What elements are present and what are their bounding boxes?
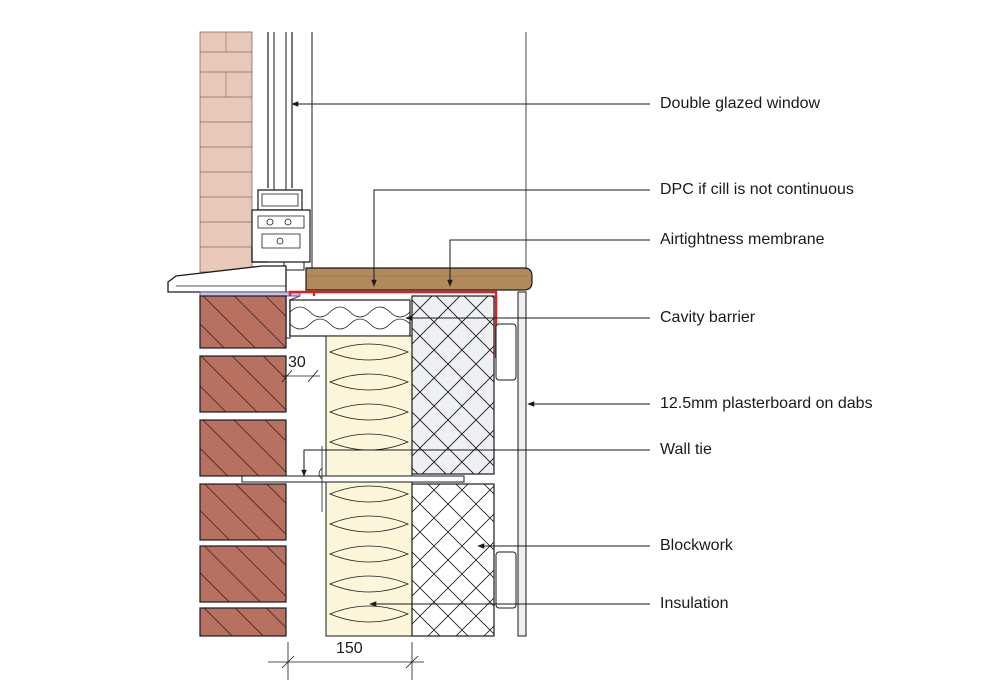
label-blockwork: Blockwork bbox=[660, 537, 733, 554]
cavity-barrier bbox=[289, 299, 411, 337]
dimension-30 bbox=[281, 369, 320, 383]
leader-wall-tie bbox=[301, 449, 650, 477]
label-dpc: DPC if cill is not continuous bbox=[660, 181, 854, 198]
window-sill bbox=[167, 265, 287, 293]
window-frame bbox=[251, 32, 313, 271]
dimension-150 bbox=[268, 642, 424, 680]
wall-tie bbox=[241, 446, 465, 512]
dimension-label-150: 150 bbox=[336, 640, 363, 657]
brick-face-elevation bbox=[199, 31, 253, 273]
label-wall-tie: Wall tie bbox=[660, 441, 712, 458]
leader-lines bbox=[291, 101, 650, 607]
plasterboard-on-dabs bbox=[495, 32, 527, 637]
cavity-insulation bbox=[325, 335, 413, 637]
label-airtightness-membrane: Airtightness membrane bbox=[660, 231, 825, 248]
label-cavity-barrier: Cavity barrier bbox=[660, 309, 756, 326]
label-plasterboard: 12.5mm plasterboard on dabs bbox=[660, 395, 873, 412]
window-board bbox=[305, 267, 533, 291]
leader-airtight bbox=[447, 239, 650, 287]
label-double-glazed-window: Double glazed window bbox=[660, 95, 821, 112]
label-insulation: Insulation bbox=[660, 595, 729, 612]
dimension-label-30: 30 bbox=[288, 354, 306, 371]
blockwork-inner-leaf bbox=[411, 295, 495, 637]
outer-leaf-brickwork bbox=[199, 295, 287, 637]
leader-dpc bbox=[371, 189, 650, 287]
